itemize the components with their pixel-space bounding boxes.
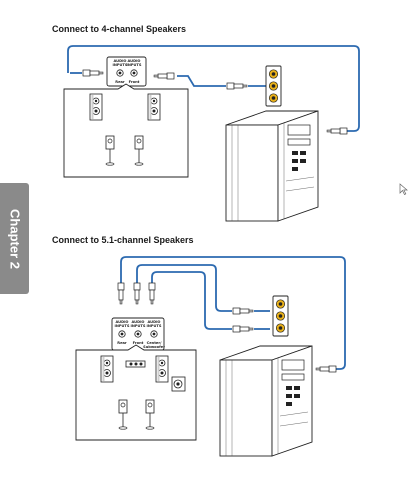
jack-label: INPUTS — [127, 63, 142, 67]
jack-label: INPUTS — [147, 324, 162, 328]
cable-front — [67, 45, 360, 132]
jack-label: AUDIO — [148, 320, 161, 324]
plug-icon — [82, 69, 104, 77]
subwoofer-icon — [171, 376, 186, 392]
speaker-icon — [155, 355, 169, 383]
jack-name: Rear — [115, 80, 125, 84]
plug-icon — [232, 307, 254, 315]
cable-center-sub — [120, 256, 346, 370]
cable-front — [136, 264, 232, 312]
jack-name: Front — [133, 341, 144, 345]
jack-name: Rear — [117, 341, 127, 345]
cable-rear — [177, 75, 226, 87]
jack-label: AUDIO — [114, 59, 127, 63]
chapter-tab[interactable]: Chapter 2 — [0, 183, 29, 294]
diagram-4-channel: AUDIO INPUTS AUDIO INPUTS Rear Front — [63, 45, 360, 222]
desktop-pc-icon — [225, 110, 319, 222]
speaker-icon — [147, 93, 161, 121]
plug-icon — [148, 282, 156, 305]
speaker-set-frame — [63, 83, 189, 178]
pc-audio-jack-panel — [265, 65, 282, 107]
jack-label: INPUTS — [115, 324, 130, 328]
heading-4-channel: Connect to 4-channel Speakers — [52, 24, 187, 34]
jack-name: Center/ — [147, 341, 163, 345]
center-speaker-icon — [125, 360, 146, 368]
speaker-set-frame — [75, 344, 197, 441]
jack-label: INPUTS — [113, 63, 128, 67]
speaker-jack-module: AUDIO INPUTS AUDIO INPUTS AUDIO INPUTS R… — [111, 317, 165, 351]
jack-label: AUDIO — [116, 320, 129, 324]
desktop-pc-icon — [219, 345, 313, 457]
jack-name: Subwoofer — [143, 345, 165, 349]
speaker-jack-module: AUDIO INPUTS AUDIO INPUTS Rear Front — [106, 56, 147, 87]
speaker-icon — [89, 93, 103, 121]
cable-rear — [151, 271, 232, 330]
pc-audio-jack-panel — [272, 295, 289, 337]
plug-icon — [226, 82, 248, 90]
jack-label: AUDIO — [132, 320, 145, 324]
heading-5-1-channel: Connect to 5.1-channel Speakers — [52, 235, 194, 245]
plug-icon — [117, 282, 125, 305]
plug-icon — [133, 282, 141, 305]
diagram-5-1-channel: AUDIO INPUTS AUDIO INPUTS AUDIO INPUTS R… — [75, 256, 346, 457]
mouse-cursor-icon — [399, 183, 408, 195]
jack-label: INPUTS — [131, 324, 146, 328]
jack-label: AUDIO — [128, 59, 141, 63]
jack-name: Front — [129, 80, 140, 84]
speaker-icon — [100, 355, 114, 383]
plug-icon — [232, 325, 254, 333]
